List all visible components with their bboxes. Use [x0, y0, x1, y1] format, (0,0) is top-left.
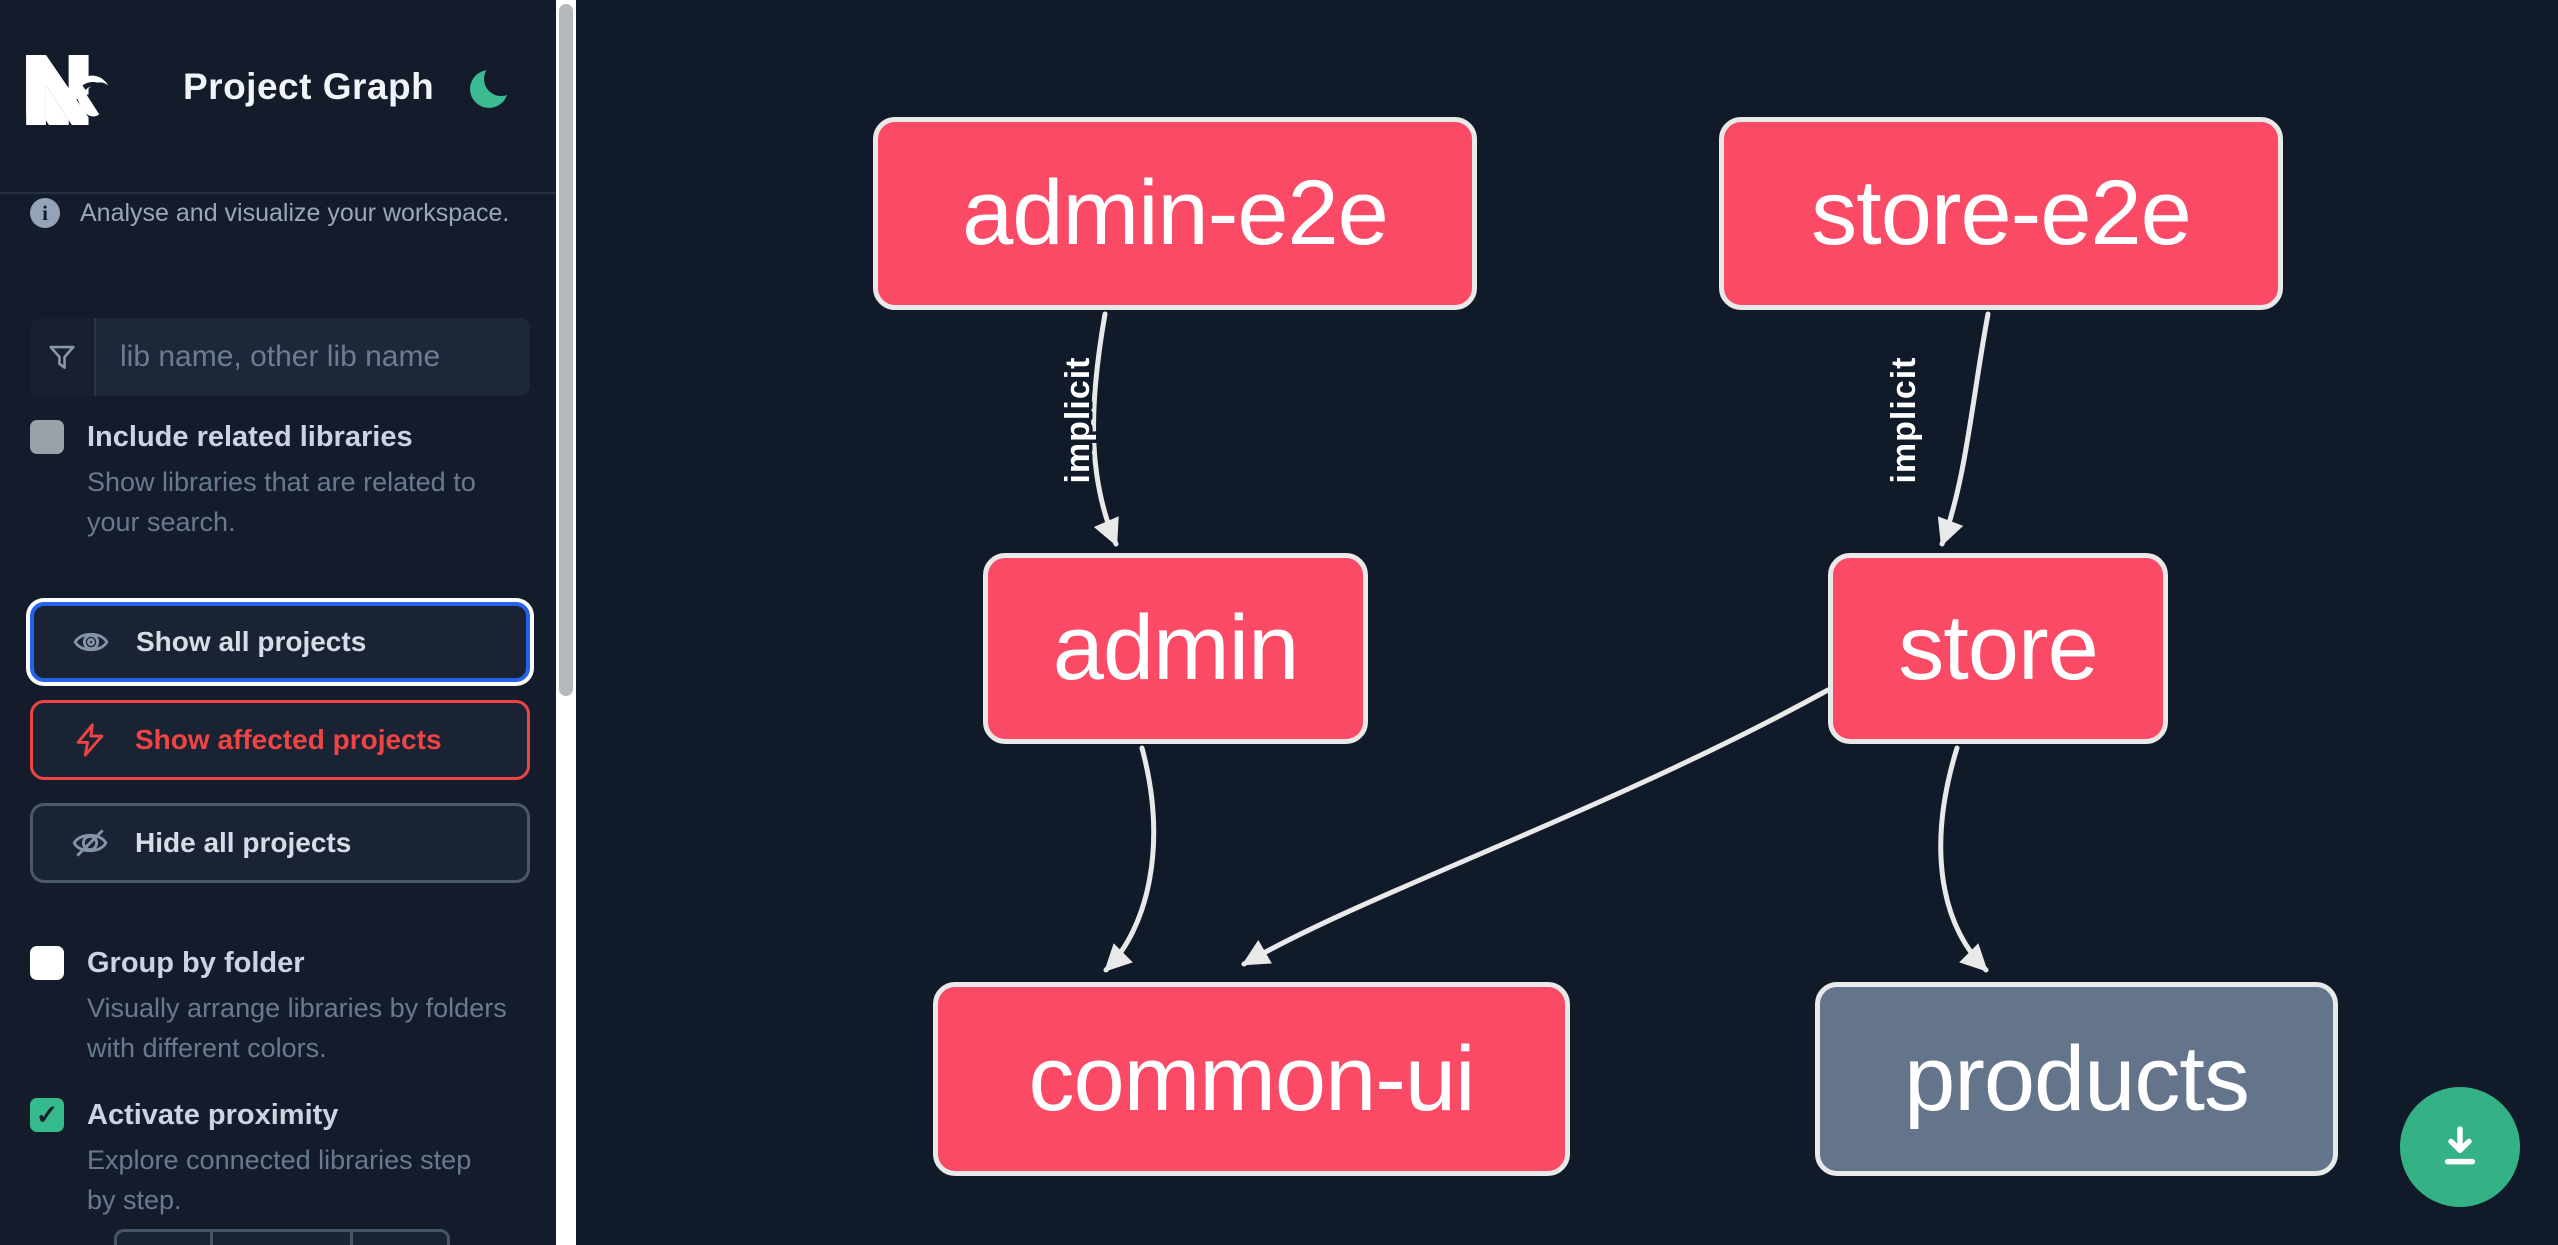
activate-proximity-label: Activate proximity — [87, 1098, 339, 1131]
info-text: Analyse and visualize your workspace. — [80, 198, 510, 227]
node-store-e2e[interactable]: store-e2e — [1719, 117, 2283, 310]
theme-toggle-moon-icon[interactable] — [468, 62, 518, 112]
proximity-depth-segmented-control[interactable] — [114, 1229, 450, 1245]
hide-all-projects-label: Hide all projects — [135, 827, 352, 858]
app-title: Project Graph — [183, 66, 435, 107]
group-by-folder-description: Visually arrange libraries by folders wi… — [87, 993, 507, 1063]
activate-proximity-checkbox[interactable]: ✓ — [30, 1098, 64, 1132]
edge-store-common-ui — [1241, 687, 1831, 967]
sidebar: Project Graph i Analyse and visualize yo… — [0, 0, 556, 1245]
project-graph-canvas[interactable]: implicit implicit admin-e2e store-e2e ad… — [576, 0, 2558, 1245]
search-box — [30, 318, 530, 396]
scrollbar-thumb[interactable] — [559, 4, 573, 696]
activate-proximity-checkbox-row[interactable]: ✓ Activate proximity — [30, 1098, 530, 1132]
include-related-checkbox-row[interactable]: Include related libraries — [30, 420, 530, 454]
show-affected-projects-button[interactable]: Show affected projects — [30, 700, 530, 780]
show-all-projects-button[interactable]: Show all projects — [30, 602, 530, 682]
download-icon — [2444, 1126, 2476, 1165]
hide-all-projects-button[interactable]: Hide all projects — [30, 803, 530, 883]
edge-label-implicit: implicit — [1059, 356, 1097, 483]
group-by-folder-checkbox-row[interactable]: Group by folder — [30, 946, 530, 980]
node-products[interactable]: products — [1815, 982, 2338, 1176]
edge-store-e2e-store — [1937, 311, 1991, 547]
node-admin-e2e[interactable]: admin-e2e — [873, 117, 1477, 310]
group-by-folder-checkbox[interactable] — [30, 946, 64, 980]
edge-admin-common-ui — [1103, 745, 1157, 973]
activate-proximity-description: Explore connected libraries step by step… — [87, 1145, 472, 1215]
sidebar-scrollbar[interactable] — [556, 0, 576, 1245]
search-input[interactable] — [96, 318, 530, 396]
eye-off-icon — [72, 829, 108, 857]
show-all-projects-label: Show all projects — [136, 626, 367, 657]
edge-store-products — [1938, 745, 1989, 973]
node-admin[interactable]: admin — [983, 553, 1368, 744]
show-affected-projects-label: Show affected projects — [135, 724, 442, 755]
group-by-folder-label: Group by folder — [87, 946, 305, 979]
include-related-description: Show libraries that are related to your … — [87, 467, 476, 537]
option-include-related: Include related libraries Show libraries… — [30, 420, 530, 542]
option-group-by-folder: Group by folder Visually arrange librari… — [30, 946, 530, 1068]
edge-admin-e2e-admin — [1091, 311, 1119, 547]
dependency-edges: implicit implicit — [1055, 311, 1991, 973]
info-icon: i — [30, 198, 60, 228]
info-banner: i Analyse and visualize your workspace. — [30, 198, 530, 228]
eye-icon — [73, 632, 109, 652]
bolt-icon — [76, 723, 104, 757]
include-related-checkbox[interactable] — [30, 420, 64, 454]
download-image-button[interactable] — [2400, 1087, 2520, 1207]
header-divider — [0, 192, 556, 194]
filter-icon — [30, 318, 96, 396]
option-activate-proximity: ✓ Activate proximity Explore connected l… — [30, 1098, 530, 1220]
include-related-label: Include related libraries — [87, 420, 413, 453]
node-common-ui[interactable]: common-ui — [933, 982, 1570, 1176]
edge-label-implicit: implicit — [1885, 356, 1923, 483]
node-store[interactable]: store — [1828, 553, 2168, 744]
nx-logo — [26, 55, 109, 125]
sidebar-header: Project Graph — [0, 0, 556, 192]
